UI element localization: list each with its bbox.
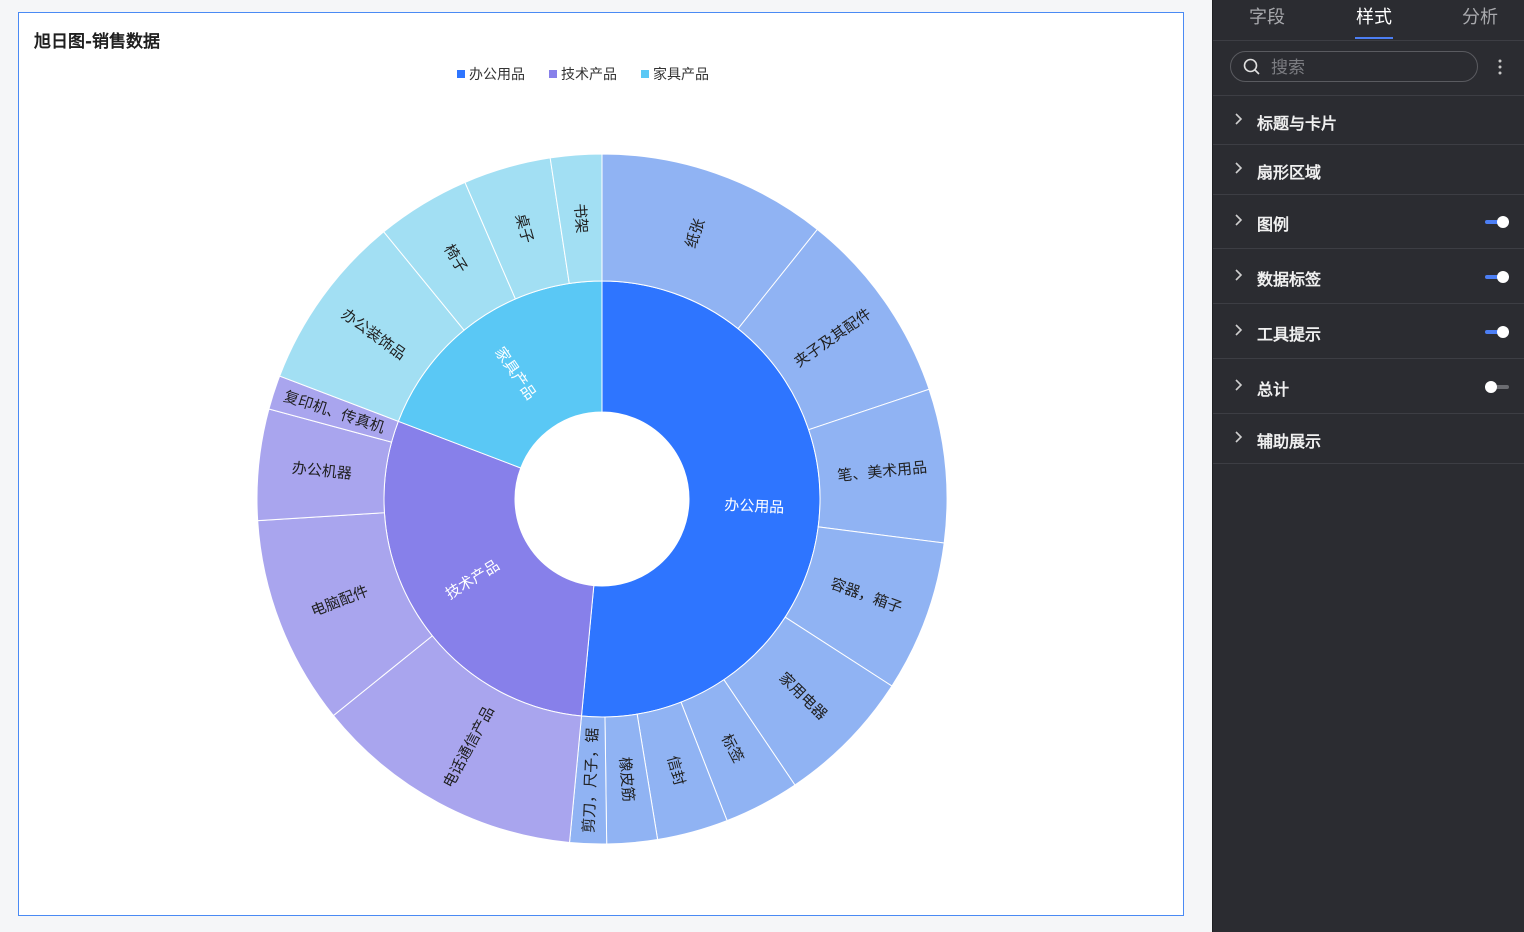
section-title-card[interactable]: 标题与卡片 [1213, 96, 1524, 145]
active-tab-indicator [1355, 37, 1393, 39]
section-label: 总计 [1257, 380, 1290, 399]
search-icon [1243, 58, 1260, 75]
canvas-area: 旭日图-销售数据 办公用品 技术产品 家具产品 办公用品纸张夹子及其配件笔、美术… [18, 12, 1184, 916]
legend-toggle[interactable] [1485, 216, 1509, 228]
section-total[interactable]: 总计 [1213, 359, 1524, 414]
section-label: 辅助展示 [1257, 432, 1322, 451]
legend-label: 家具产品 [653, 67, 709, 83]
search-row [1213, 41, 1524, 96]
sub-sector-label: 剪刀，尺子，锯 [580, 727, 602, 833]
sub-sector-label: 书架 [571, 203, 591, 234]
chart-legend: 办公用品 技术产品 家具产品 [457, 64, 709, 84]
chevron-right-icon [1235, 162, 1243, 174]
section-label: 标题与卡片 [1257, 114, 1338, 133]
chevron-right-icon [1235, 431, 1243, 443]
tab-style[interactable]: 样式 [1356, 7, 1392, 28]
search-input[interactable] [1269, 55, 1473, 81]
chevron-right-icon [1235, 113, 1243, 125]
style-panel: 字段 样式 分析 标题与卡片 扇形区域 图例 [1212, 0, 1524, 932]
data-labels-toggle[interactable] [1485, 271, 1509, 283]
chevron-right-icon [1235, 269, 1243, 281]
tooltip-toggle[interactable] [1485, 326, 1509, 338]
sub-sector-2-3[interactable] [549, 153, 603, 285]
chevron-right-icon [1235, 214, 1243, 226]
sub-sector-label: 橡皮筋 [616, 756, 638, 802]
legend-item-office[interactable]: 办公用品 [457, 64, 525, 84]
legend-item-furniture[interactable]: 家具产品 [641, 64, 709, 84]
sector-label: 办公用品 [724, 496, 785, 517]
chart-title: 旭日图-销售数据 [34, 32, 161, 52]
legend-label: 办公用品 [469, 67, 525, 83]
section-tooltip[interactable]: 工具提示 [1213, 304, 1524, 359]
sunburst-chart: 办公用品纸张夹子及其配件笔、美术用品容器，箱子家用电器标签信封橡皮筋剪刀，尺子，… [256, 153, 948, 845]
legend-item-tech[interactable]: 技术产品 [549, 64, 617, 84]
chart-card[interactable]: 旭日图-销售数据 办公用品 技术产品 家具产品 办公用品纸张夹子及其配件笔、美术… [18, 12, 1184, 916]
total-toggle[interactable] [1485, 381, 1509, 393]
section-data-labels[interactable]: 数据标签 [1213, 249, 1524, 304]
section-label: 扇形区域 [1257, 163, 1322, 182]
search-box [1230, 51, 1478, 82]
section-label: 数据标签 [1257, 270, 1322, 289]
legend-label: 技术产品 [561, 67, 617, 83]
panel-tabs: 字段 样式 分析 [1213, 0, 1524, 41]
legend-swatch [457, 70, 465, 78]
section-auxiliary-display[interactable]: 辅助展示 [1213, 414, 1524, 464]
panel-sections: 标题与卡片 扇形区域 图例 数据标签 工具提示 总计 辅助展示 [1213, 96, 1524, 464]
tab-fields[interactable]: 字段 [1249, 7, 1285, 28]
chevron-right-icon [1235, 324, 1243, 336]
section-label: 图例 [1257, 215, 1290, 234]
sub-sector-label: 办公机器 [291, 459, 353, 483]
legend-swatch [641, 70, 649, 78]
section-sector-area[interactable]: 扇形区域 [1213, 145, 1524, 195]
section-legend[interactable]: 图例 [1213, 195, 1524, 249]
legend-swatch [549, 70, 557, 78]
chevron-right-icon [1235, 379, 1243, 391]
more-options-icon[interactable] [1497, 59, 1503, 77]
section-label: 工具提示 [1257, 325, 1322, 344]
tab-analysis[interactable]: 分析 [1462, 7, 1498, 28]
